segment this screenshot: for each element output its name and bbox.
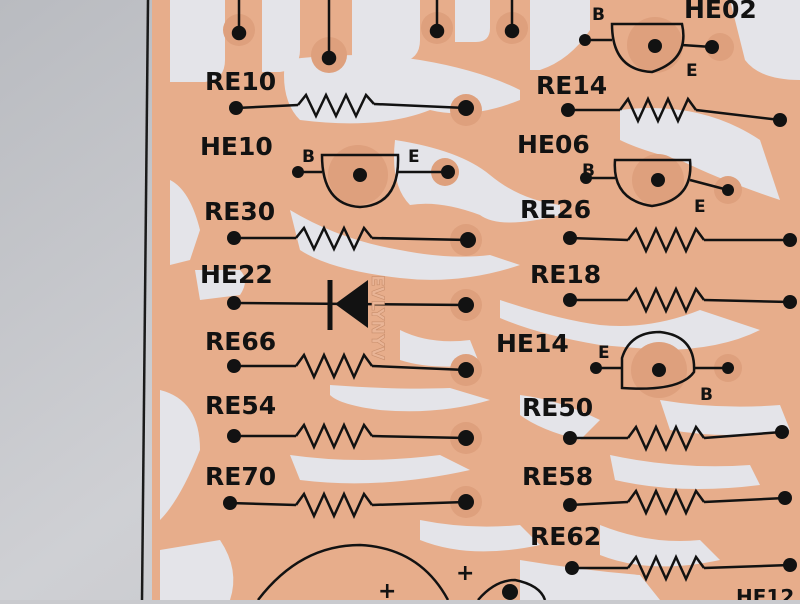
- capacitor-pads: [502, 584, 518, 600]
- pin-he14-b: B: [700, 385, 713, 405]
- resistor-re70: [229, 490, 467, 520]
- label-re58: RE58: [522, 462, 593, 491]
- label-he02: HE02: [684, 0, 757, 24]
- polarity-labels: + +: [378, 561, 474, 604]
- pin-he14-e: E: [598, 343, 610, 363]
- resistor-re58: [569, 487, 786, 517]
- label-re30: RE30: [204, 197, 275, 226]
- label-re54: RE54: [205, 391, 276, 420]
- top-leads: [231, 0, 520, 66]
- resistor-re14: [568, 95, 781, 125]
- label-re14: RE14: [536, 71, 607, 100]
- label-he10: HE10: [200, 132, 273, 161]
- plus-sign-1: +: [456, 561, 474, 586]
- pin-he06-b: B: [582, 161, 595, 181]
- resistor-re26: [569, 225, 790, 255]
- label-re50: RE50: [522, 393, 593, 422]
- label-re62: RE62: [530, 522, 601, 551]
- transistor-symbols: [298, 22, 729, 390]
- pin-he02-b: B: [592, 5, 605, 25]
- diode-he22: [233, 280, 467, 330]
- label-re66: RE66: [205, 327, 276, 356]
- capacitor-outlines: [257, 543, 547, 601]
- label-he22: HE22: [200, 260, 273, 289]
- label-re26: RE26: [520, 195, 591, 224]
- pin-he06-e: E: [694, 197, 706, 217]
- pin-he10-b: B: [302, 147, 315, 167]
- resistor-re62: [572, 553, 791, 583]
- copper-etched-text: EVLYNYV: [367, 275, 388, 361]
- resistor-re10: [235, 92, 467, 119]
- resistor-re30: [234, 225, 469, 252]
- resistor-symbols: [229, 92, 791, 583]
- plus-sign-2: +: [378, 579, 396, 600]
- pin-he10-e: E: [408, 147, 420, 167]
- resistor-re54: [234, 421, 467, 451]
- resistor-re66: [234, 351, 467, 381]
- board-gaps: [160, 0, 800, 600]
- etched-board-text: EVLYNYV: [367, 275, 387, 361]
- label-re70: RE70: [205, 462, 276, 491]
- frame-line: [140, 0, 150, 601]
- resistor-re50: [570, 423, 783, 453]
- label-re10: RE10: [205, 67, 276, 96]
- pin-he02-e: E: [686, 61, 698, 81]
- resistor-re18: [570, 285, 791, 315]
- label-edge-cut: HE12: [736, 585, 794, 600]
- component-labels: RE10 RE14 HE10 HE06 HE02 RE30 RE26 HE22 …: [200, 0, 757, 551]
- label-re18: RE18: [530, 260, 601, 289]
- label-he14: HE14: [496, 329, 569, 358]
- pin-labels: B E B E B E E B: [302, 5, 713, 405]
- solder-dots: [223, 34, 797, 575]
- label-he06: HE06: [517, 130, 590, 159]
